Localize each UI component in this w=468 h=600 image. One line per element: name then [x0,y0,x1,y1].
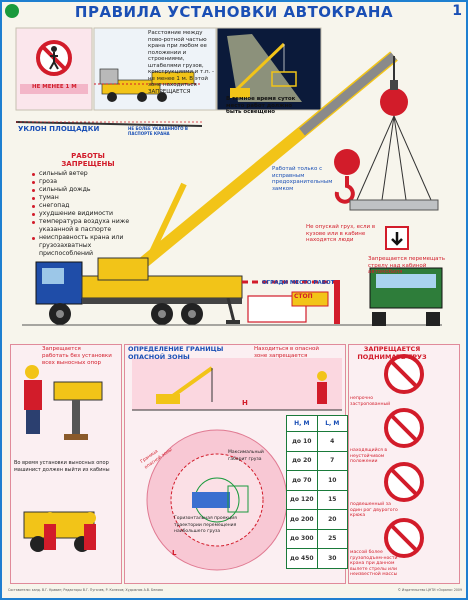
slope-note: НЕ БОЛЕЕ УКАЗАННОГО В ПАСПОРТЕ КРАНА [128,126,188,136]
min-distance-band [20,84,88,94]
table-cell: до 120 [286,489,318,510]
load-note: Не опускай груз, если в кузове или в каб… [306,224,376,243]
page-title: ПРАВИЛА УСТАНОВКИ АВТОКРАНА [74,3,394,21]
lift-ban-item: подвешенный за один рог двурогого крюка [350,502,398,518]
l-symbol: L [172,549,177,557]
lift-ban-item: находящийся в неустойчивом положении [350,448,388,464]
page-number: 1 [452,3,462,19]
table-cell: до 200 [286,509,318,530]
forbidden-item: неисправность крана или грузозахватных п… [32,234,142,258]
lighting-note: В темное время суток место работ должно … [226,96,296,115]
danger-zone-heading: ОПРЕДЕЛЕНИЕ ГРАНИЦЫ ОПАСНОЙ ЗОНЫ [128,345,224,361]
forbidden-item: сильный ветер [32,170,142,178]
publisher-logo [5,4,19,18]
forbidden-item: ухудшение видимости [32,210,142,218]
table-cell: 20 [316,509,349,530]
table-cell: 7 [316,450,349,471]
slope-label: УКЛОН ПЛОЩАДКИ [18,125,100,133]
table-cell: до 10 [286,431,318,452]
table-cell: до 300 [286,528,318,549]
spacing-note: Расстояние между пово-ротной частью кран… [148,30,215,95]
header: ПРАВИЛА УСТАНОВКИ АВТОКРАНА 1 [2,2,466,22]
forbidden-list: сильный ветер гроза сильный дождь туман … [32,170,142,258]
hook-note: Работай только с исправным предохранител… [272,166,333,192]
max-contour-label: Максимальный габарит груза [228,450,264,462]
forbidden-heading: РАБОТЫ ЗАПРЕЩЕНЫ [61,152,115,168]
forbidden-item: сильный дождь [32,186,142,194]
forbidden-item: туман [32,194,142,202]
forbidden-item: гроза [32,178,142,186]
forbidden-item: температура воздуха ниже указанной в пас… [32,218,142,234]
table-header: Н, М [286,415,318,432]
outrigger-note: работать без установки всех выносных опо… [42,353,112,366]
forbidden-item: снегопад [32,202,142,210]
table-cell: 10 [316,470,349,491]
move-note: Запрещается перемещать стрелу над кабино… [368,256,445,275]
table-cell: до 70 [286,470,318,491]
table-cell: 4 [316,431,349,452]
table-cell: до 20 [286,450,318,471]
table-cell: 30 [316,548,349,569]
stop-sign: СТОП [294,293,313,300]
lift-ban-item: непрочно застропованный [350,396,391,407]
trajectory-label: Горизонтальная проекция траектории перем… [174,516,237,534]
fence-sign: ОГРАДИ МЕСТО РАБОТ [262,280,335,286]
bottom-illustrations [23,354,424,571]
crane-scene [15,27,443,326]
lift-ban-heading: ЗАПРЕЩАЕТСЯ ПОДНИМАТЬ ГРУЗ [357,345,427,361]
outrigger-title: Запрещается [42,346,81,352]
footer-credits: Составители: канд. В.Г. Кравин; Редактор… [8,588,163,592]
h-symbol: H [242,399,248,407]
table-header: L, М [316,415,349,432]
footer-copyright: © Издательство ЦНТИ «Охрана» 2009 [397,588,462,592]
lift-ban-item: массой более грузоподъем-ности крана при… [350,550,398,577]
min-distance-label: НЕ МЕНЕЕ 1 М [32,84,77,90]
inside-note: Находиться в опасной зоне запрещается [254,346,319,359]
table-cell: 25 [316,528,349,549]
table-cell: 15 [316,489,349,510]
table-cell: до 450 [286,548,318,569]
operator-note: Во время установки выносных опор машинис… [14,460,110,473]
